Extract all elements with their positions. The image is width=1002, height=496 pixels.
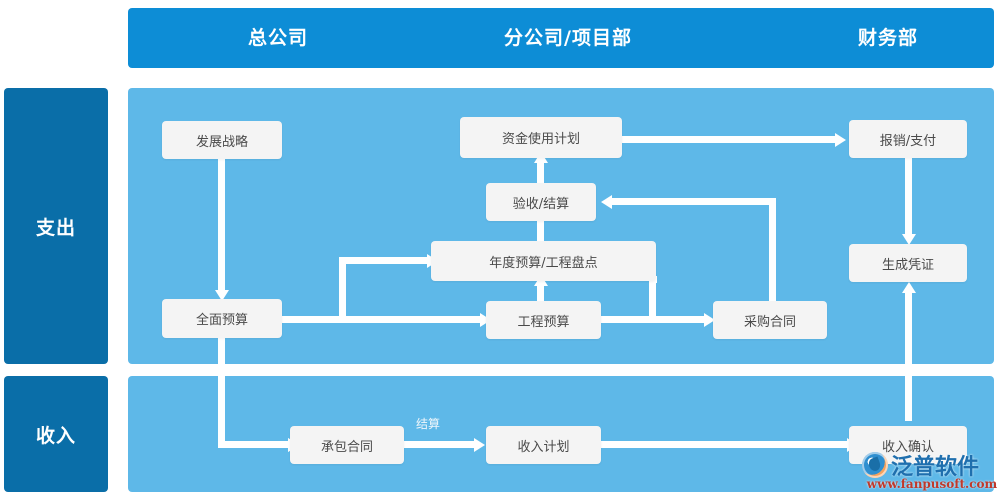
node-annual-budget[interactable]: 年度预算/工程盘点 bbox=[431, 241, 656, 281]
header-bar: 总公司 分公司/项目部 财务部 bbox=[128, 8, 994, 68]
connector-purchase-to-accept-horizontal bbox=[612, 198, 776, 205]
connector-reimburse-to-voucher bbox=[905, 158, 912, 236]
node-voucher-label: 生成凭证 bbox=[881, 257, 934, 273]
node-undertake-contract[interactable]: 承包合同 bbox=[290, 426, 404, 464]
node-income-confirmation-label: 收入确认 bbox=[881, 439, 934, 455]
connector-purchase-to-accept-vertical bbox=[769, 198, 776, 303]
connector-strategy-to-fullbudget bbox=[218, 158, 225, 292]
node-full-budget-label: 全面预算 bbox=[195, 313, 248, 328]
edge-label-settlement: 结算 bbox=[416, 417, 441, 431]
connector-projbudget-to-annual bbox=[537, 281, 544, 303]
node-reimbursement-label: 报销/支付 bbox=[879, 133, 937, 149]
node-undertake-contract-label: 承包合同 bbox=[320, 439, 373, 455]
arrowhead-projbudget-to-purchase bbox=[704, 313, 715, 327]
connector-contract-to-incomeplan bbox=[404, 441, 476, 448]
connector-fullbudget-to-contract-vertical-lower bbox=[218, 376, 225, 448]
node-project-budget-label: 工程预算 bbox=[517, 314, 570, 330]
header-column-caiwubu: 财务部 bbox=[857, 27, 918, 49]
node-income-confirmation[interactable]: 收入确认 bbox=[849, 426, 967, 464]
connector-fundplan-to-reimburse bbox=[622, 136, 837, 143]
arrowhead-fundplan-to-reimburse bbox=[835, 133, 846, 147]
connector-fullbudget-branch-horizontal bbox=[339, 257, 429, 264]
node-full-budget[interactable]: 全面预算 bbox=[162, 299, 282, 338]
connector-incomeplan-to-incomeconf bbox=[601, 441, 849, 448]
node-purchase-contract-label: 采购合同 bbox=[743, 314, 796, 330]
node-strategy-label: 发展战略 bbox=[195, 134, 248, 150]
node-acceptance[interactable]: 验收/结算 bbox=[486, 183, 596, 221]
node-fund-plan-label: 资金使用计划 bbox=[501, 132, 580, 147]
connector-incomeconf-to-voucher-lower bbox=[905, 376, 912, 421]
node-voucher[interactable]: 生成凭证 bbox=[849, 244, 967, 282]
node-strategy[interactable]: 发展战略 bbox=[162, 121, 282, 159]
connector-accept-to-fundplan bbox=[537, 158, 544, 183]
connector-incomeconf-to-voucher bbox=[905, 288, 912, 421]
connector-annual-to-accept bbox=[537, 211, 544, 241]
sidebar-row-shouru: 收入 bbox=[4, 376, 108, 492]
arrowhead-fullbudget-to-projbudget bbox=[480, 313, 491, 327]
node-fund-plan[interactable]: 资金使用计划 bbox=[460, 117, 622, 158]
node-annual-budget-label: 年度预算/工程盘点 bbox=[489, 255, 598, 271]
header-column-zonggongsi: 总公司 bbox=[247, 27, 308, 49]
node-reimbursement[interactable]: 报销/支付 bbox=[849, 120, 967, 158]
node-income-plan-label: 收入计划 bbox=[517, 439, 570, 455]
arrowhead-contract-to-incomeplan bbox=[474, 438, 485, 452]
arrowhead-incomeconf-to-voucher bbox=[902, 282, 916, 293]
sidebar-row-shouru-label: 收入 bbox=[35, 424, 76, 447]
connector-fullbudget-to-projbudget bbox=[282, 316, 482, 323]
header-column-fengongsi: 分公司/项目部 bbox=[504, 27, 632, 49]
connector-fullbudget-to-contract-horizontal-lower bbox=[218, 441, 290, 448]
node-income-plan[interactable]: 收入计划 bbox=[486, 426, 601, 464]
node-acceptance-label: 验收/结算 bbox=[512, 196, 570, 212]
arrowhead-purchase-to-accept bbox=[601, 195, 612, 209]
node-project-budget[interactable]: 工程预算 bbox=[486, 301, 601, 339]
sidebar-row-zhichu-label: 支出 bbox=[35, 216, 76, 239]
node-purchase-contract[interactable]: 采购合同 bbox=[713, 301, 827, 339]
sidebar-row-zhichu: 支出 bbox=[4, 88, 108, 364]
arrowhead-strategy-to-fullbudget bbox=[215, 290, 229, 301]
connector-fullbudget-branch-vertical bbox=[339, 257, 346, 320]
connector-annual-to-purchase-vertical bbox=[649, 276, 656, 320]
arrowhead-reimburse-to-voucher bbox=[902, 234, 916, 245]
